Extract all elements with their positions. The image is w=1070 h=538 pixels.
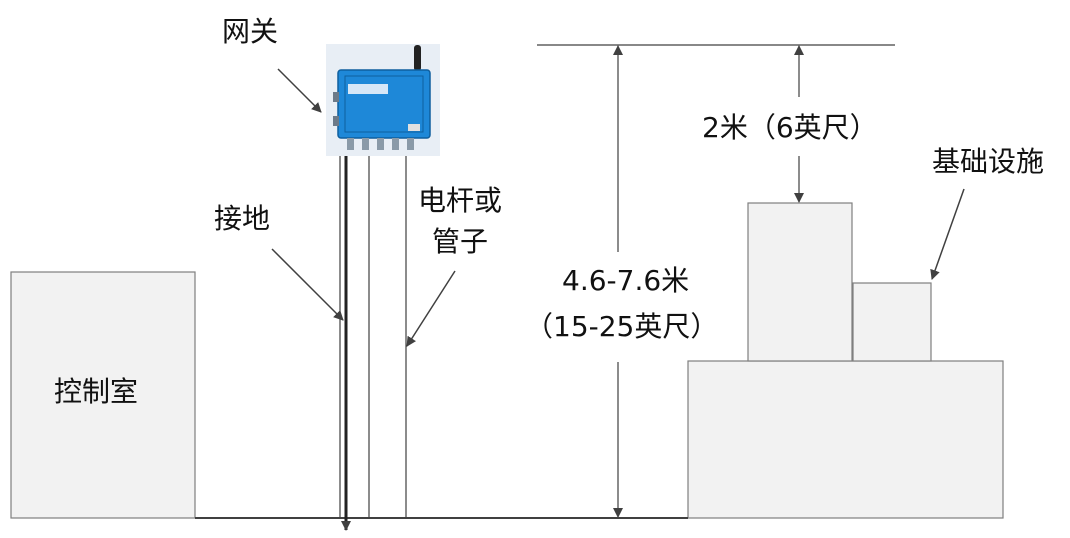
pole-callout-arrow <box>406 270 456 347</box>
gateway-cable-glands <box>347 138 414 150</box>
pole-label-line2: 管子 <box>432 225 489 258</box>
gateway-antenna <box>414 45 421 71</box>
height-label-line1: 4.6-7.6米 <box>562 264 690 297</box>
grounding-label: 接地 <box>214 202 271 235</box>
grounding-callout-arrow <box>271 248 344 321</box>
infrastructure-base-box <box>687 360 1004 519</box>
height-label-line2: （15-25英尺） <box>525 310 719 343</box>
pole-label-line1: 电杆或 <box>418 184 503 217</box>
infrastructure-callout-arrow <box>930 188 965 280</box>
gateway-callout-arrow <box>277 68 322 113</box>
gateway-label: 网关 <box>222 15 279 48</box>
infrastructure-tall-box <box>747 202 853 362</box>
infrastructure-small-box <box>852 282 932 362</box>
gateway-device <box>326 44 440 156</box>
control-room-box <box>10 271 196 519</box>
infrastructure-label: 基础设施 <box>932 145 1045 178</box>
control-room-label: 控制室 <box>54 375 139 408</box>
clearance-label: 2米（6英尺） <box>702 111 878 144</box>
